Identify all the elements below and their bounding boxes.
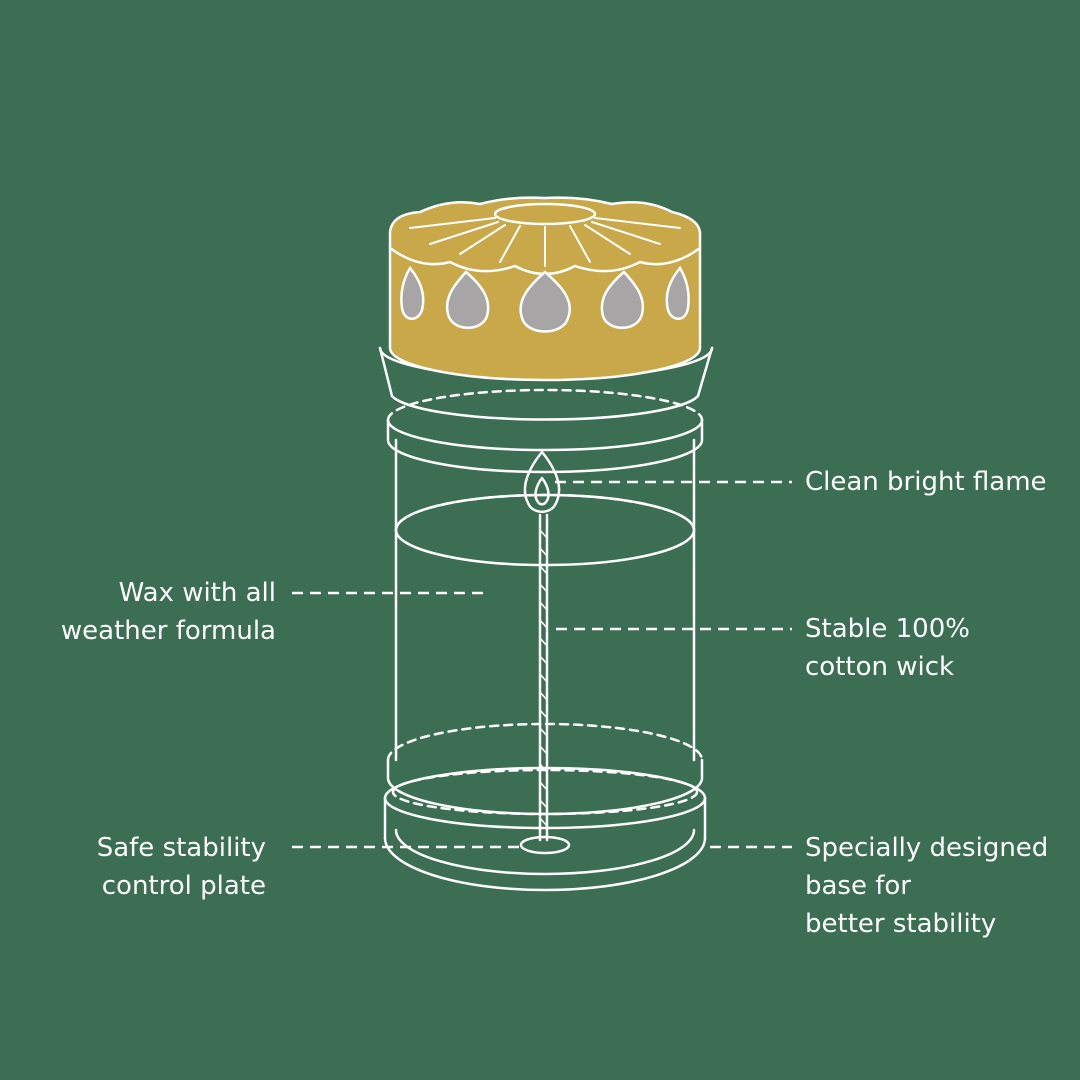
callout-line: control plate	[101, 871, 266, 901]
callout-line: cotton wick	[805, 652, 955, 682]
stability-plate	[519, 835, 571, 855]
lid	[388, 196, 702, 382]
callout-stability-plate: Safe stability control plate	[97, 829, 266, 905]
callout-line: base for	[805, 871, 911, 901]
callout-cotton-wick: Stable 100% cotton wick	[805, 610, 970, 686]
callout-line: Safe stability	[96, 833, 266, 863]
callout-wax-formula: Wax with all weather formula	[61, 574, 276, 650]
glass-body	[394, 438, 696, 762]
callout-base-stability: Specially designed base for better stabi…	[805, 829, 1048, 943]
candle-base	[383, 766, 707, 892]
callout-line: Stable 100%	[805, 614, 970, 644]
callout-line: Wax with all	[118, 578, 276, 608]
callout-line: Specially designed	[805, 833, 1049, 863]
callout-clean-bright-flame: Clean bright flame	[805, 463, 1047, 501]
wick-and-flame	[519, 450, 571, 855]
upper-ring	[386, 388, 704, 474]
leader-lines	[292, 480, 792, 849]
callout-line: Clean bright flame	[805, 467, 1047, 497]
callout-line: better stability	[805, 909, 997, 939]
container-lower-band	[386, 722, 704, 816]
callout-line: weather formula	[60, 616, 276, 646]
